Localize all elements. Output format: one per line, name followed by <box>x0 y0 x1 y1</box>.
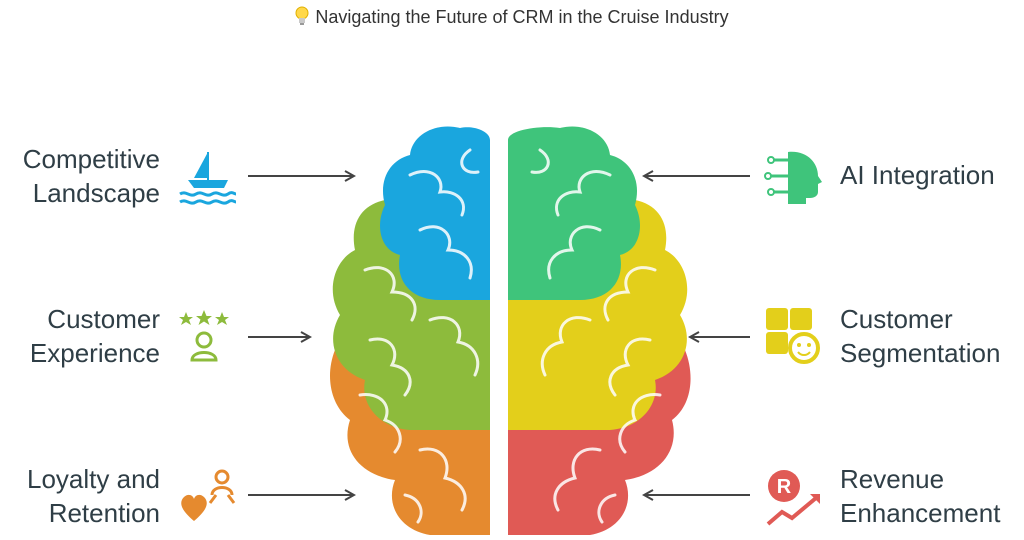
brain-right-hemisphere <box>508 126 691 535</box>
brain-left-hemisphere <box>330 126 490 535</box>
lightbulb-icon <box>295 6 309 31</box>
brain-lobe-blue <box>380 126 490 301</box>
sailboat-waves-icon <box>179 152 237 205</box>
heart-hands-icon <box>181 469 236 521</box>
puzzle-face-icon <box>766 308 820 364</box>
revenue-chart-icon: R <box>766 470 820 526</box>
label-ai-integration: AI Integration <box>840 160 995 190</box>
diagram-title: Navigating the Future of CRM in the Crui… <box>0 6 1024 31</box>
connector-arrows <box>248 176 750 495</box>
stars-person-icon <box>179 310 229 362</box>
title-text: Navigating the Future of CRM in the Crui… <box>315 7 729 27</box>
ai-head-circuit-icon <box>764 151 822 204</box>
brain-lobe-teal <box>508 126 640 301</box>
svg-text:R: R <box>777 476 792 498</box>
